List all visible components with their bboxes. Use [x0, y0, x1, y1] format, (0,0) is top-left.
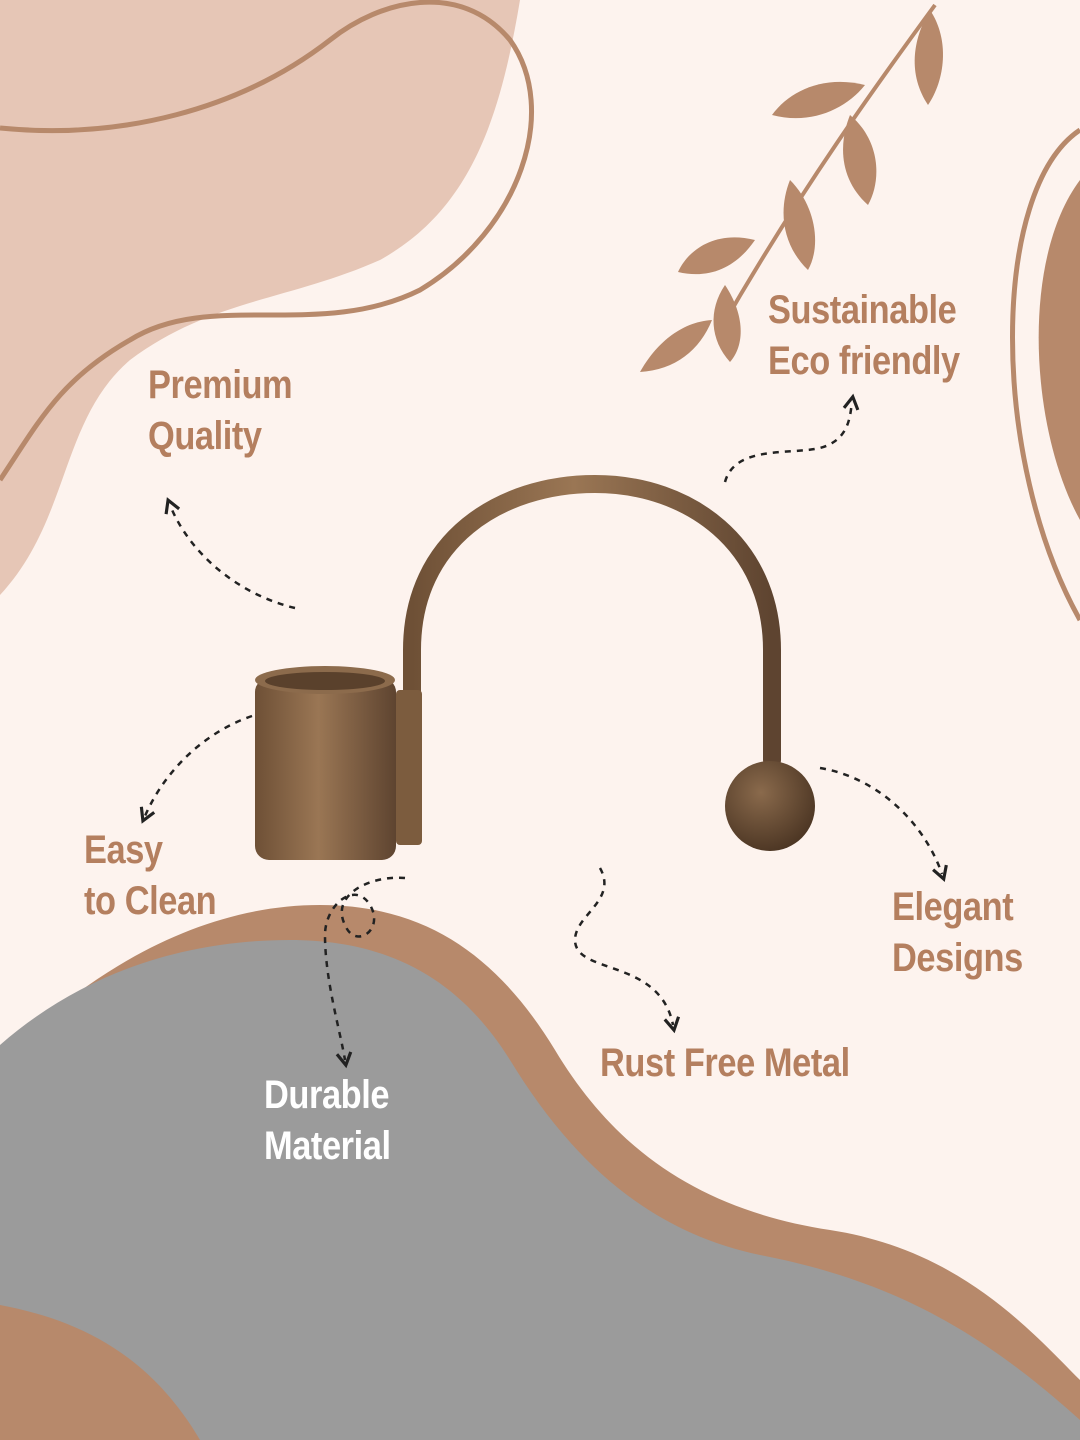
feature-label-line: to Clean	[84, 879, 217, 923]
feature-label-line: Elegant	[892, 885, 1014, 929]
feature-label-line: Quality	[148, 414, 262, 458]
feature-sustainable: Sustainable Eco friendly	[768, 285, 960, 387]
feature-elegant: Elegant Designs	[892, 882, 1023, 984]
arrow-sustainable	[723, 393, 860, 483]
feature-rust-free: Rust Free Metal	[600, 1038, 850, 1089]
feature-label-line: Eco friendly	[768, 339, 960, 383]
feature-label-line: Durable	[264, 1073, 390, 1117]
feature-label-line: Material	[264, 1124, 391, 1168]
feature-premium-quality: Premium Quality	[148, 360, 293, 462]
arrow-premium	[164, 497, 296, 610]
right-crescent-outline	[1010, 127, 1080, 622]
arrow-rust	[573, 867, 681, 1034]
feature-easy-clean: Easy to Clean	[84, 825, 217, 927]
feature-label-line: Premium	[148, 363, 293, 407]
right-crescent-fill	[1038, 180, 1080, 520]
bottom-gray-blob	[0, 940, 1080, 1440]
feature-label-line: Easy	[84, 828, 163, 872]
top-left-blob	[0, 0, 520, 595]
bottom-left-corner	[0, 1305, 200, 1440]
arrow-durable	[323, 876, 406, 1069]
top-left-outline	[0, 0, 534, 482]
leaf-branch-icon	[640, 3, 943, 372]
arrow-easy	[139, 714, 253, 824]
feature-label-line: Sustainable	[768, 288, 957, 332]
feature-label-line: Rust Free Metal	[600, 1041, 850, 1085]
feature-durable: Durable Material	[264, 1070, 391, 1172]
arrow-elegant	[819, 766, 948, 882]
candle-holder-product	[255, 474, 815, 860]
feature-label-line: Designs	[892, 936, 1023, 980]
